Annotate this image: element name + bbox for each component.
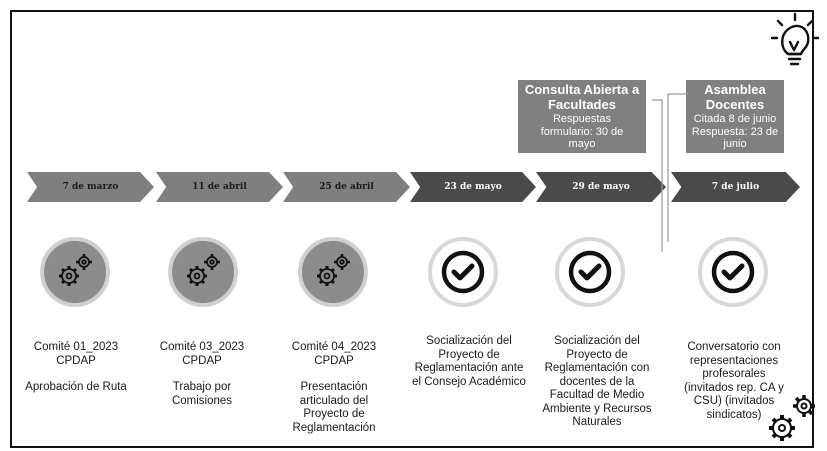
date-label: 11 de abril bbox=[192, 182, 247, 192]
step-3-label: Comité 04_2023 CPDAP Presentación articu… bbox=[278, 341, 390, 435]
callout-detail-1: Citada 8 de junio bbox=[693, 113, 777, 125]
step-5-label: Socialización del Proyecto de Reglamenta… bbox=[537, 335, 657, 430]
diagram-frame bbox=[10, 10, 814, 448]
timeline-arrow-6: 7 de julio bbox=[671, 172, 800, 202]
step-description: Aprobación de Ruta bbox=[25, 381, 127, 393]
callout-consulta: Consulta Abierta a Facultades Respuestas… bbox=[518, 80, 646, 153]
step-description: Socialización del Proyecto de Reglamenta… bbox=[542, 335, 652, 428]
step-description: Socialización del Proyecto de Reglamenta… bbox=[412, 335, 526, 388]
step-6-icon-circle bbox=[698, 237, 768, 307]
step-subtitle: CPDAP bbox=[182, 354, 222, 367]
gears-icon bbox=[317, 254, 350, 286]
step-title: Comité 03_2023 bbox=[159, 341, 245, 353]
timeline-arrow-2: 11 de abril bbox=[156, 172, 283, 202]
date-label: 7 de marzo bbox=[62, 182, 119, 192]
timeline-arrow-4: 23 de mayo bbox=[410, 172, 536, 202]
timeline-arrow-1: 7 de marzo bbox=[27, 172, 154, 202]
callout-detail: Respuestas formulario: 30 de mayo bbox=[540, 113, 624, 150]
step-2-label: Comité 03_2023 CPDAP Trabajo por Comisio… bbox=[146, 341, 258, 408]
step-title: Comité 04_2023 bbox=[291, 341, 377, 353]
gears-icon bbox=[769, 395, 815, 441]
step-subtitle: CPDAP bbox=[56, 354, 96, 367]
gears-icon bbox=[59, 254, 92, 286]
callout-title: Consulta Abierta a Facultades bbox=[524, 82, 640, 112]
step-3-icon-circle bbox=[298, 237, 368, 307]
check-icon bbox=[441, 250, 485, 294]
lightbulb-icon bbox=[770, 12, 820, 66]
date-label: 23 de mayo bbox=[444, 182, 502, 192]
callout-detail-2: Respuesta: 23 de junio bbox=[691, 125, 779, 151]
step-1-icon-circle bbox=[40, 237, 110, 307]
step-1-label: Comité 01_2023 CPDAP Aprobación de Ruta bbox=[20, 341, 132, 395]
step-6-label: Conversatorio con representaciones profe… bbox=[678, 341, 790, 422]
bracket-connector bbox=[652, 93, 688, 252]
check-icon bbox=[711, 250, 755, 294]
gears-icon bbox=[187, 254, 220, 286]
date-label: 25 de abril bbox=[319, 182, 374, 192]
step-description: Presentación articulado del Proyecto de … bbox=[292, 381, 376, 434]
callout-asamblea: Asamblea Docentes Citada 8 de junio Resp… bbox=[686, 80, 784, 153]
date-label: 29 de mayo bbox=[572, 182, 630, 192]
step-description: Conversatorio con representaciones profe… bbox=[684, 341, 784, 421]
callout-title: Asamblea Docentes bbox=[704, 82, 766, 112]
check-icon bbox=[568, 250, 612, 294]
step-subtitle: CPDAP bbox=[314, 354, 354, 367]
date-label: 7 de julio bbox=[711, 182, 760, 192]
step-title: Comité 01_2023 bbox=[33, 341, 119, 353]
step-4-icon-circle bbox=[428, 237, 498, 307]
timeline-arrow-5: 29 de mayo bbox=[536, 172, 666, 202]
step-2-icon-circle bbox=[168, 237, 238, 307]
timeline-arrow-3: 25 de abril bbox=[283, 172, 410, 202]
step-5-icon-circle bbox=[555, 237, 625, 307]
step-4-label: Socialización del Proyecto de Reglamenta… bbox=[410, 335, 528, 389]
step-description: Trabajo por Comisiones bbox=[171, 381, 233, 407]
